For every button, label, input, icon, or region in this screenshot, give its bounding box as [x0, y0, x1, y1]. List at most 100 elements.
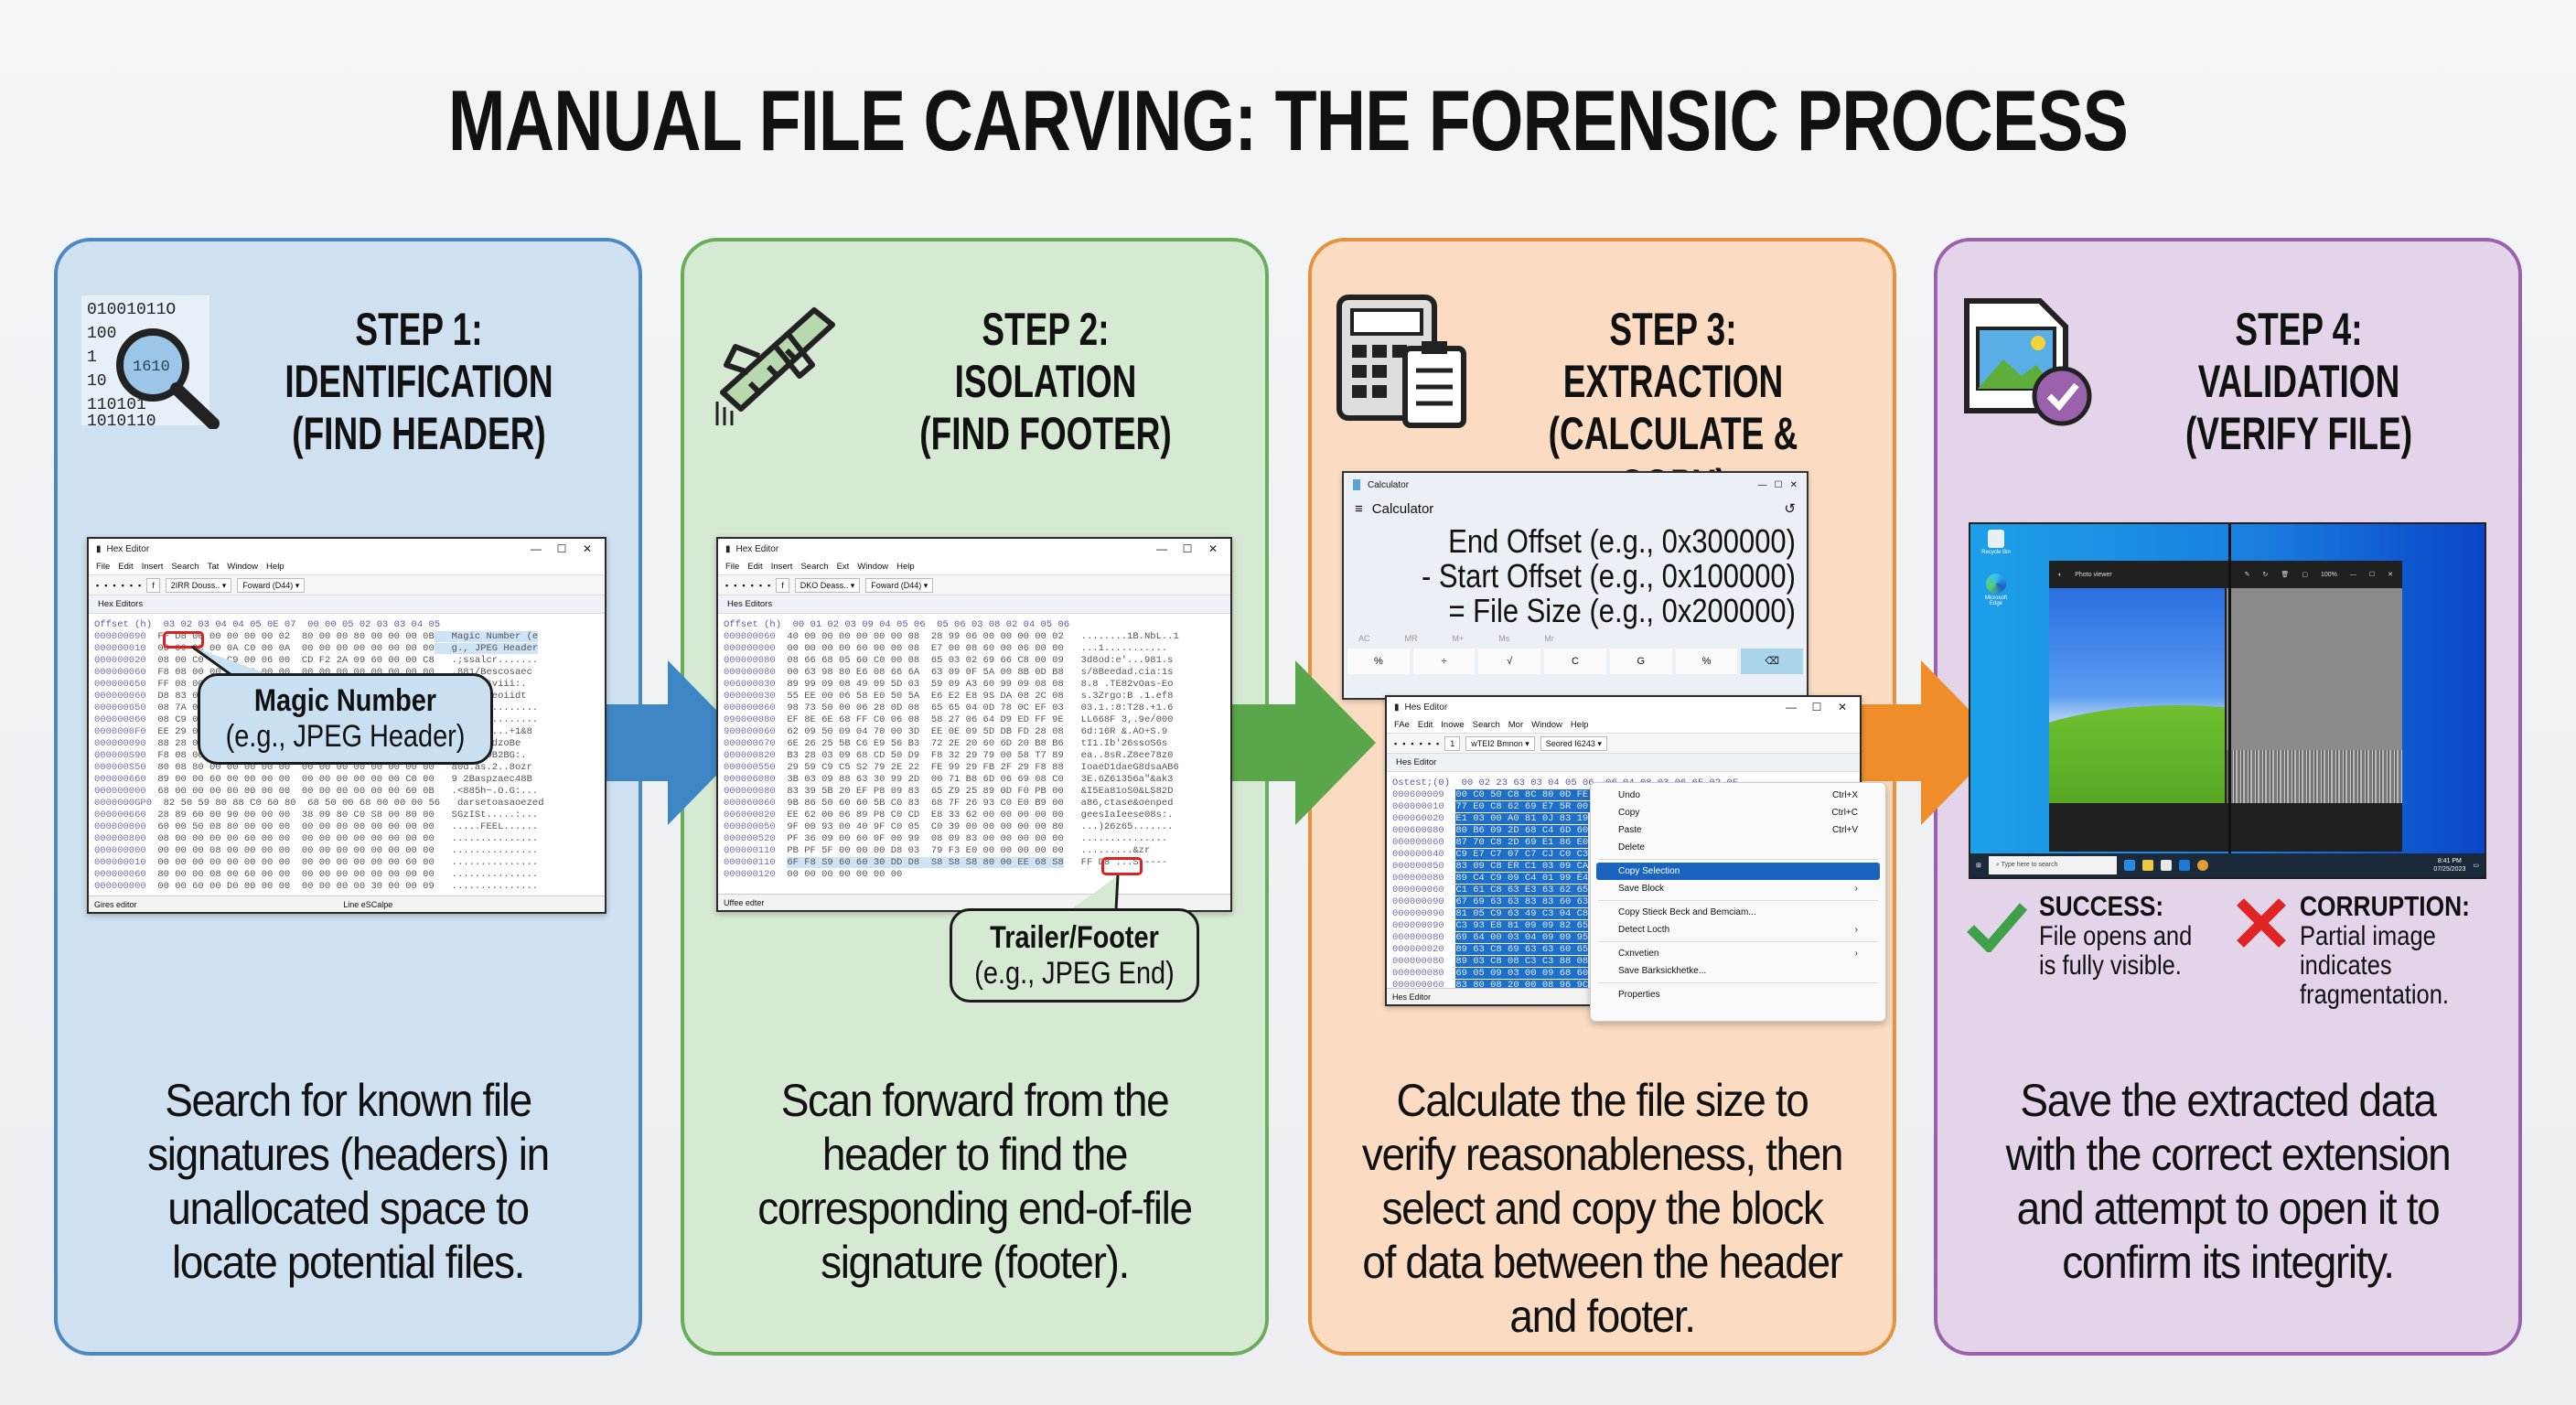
mail-icon[interactable] — [2178, 860, 2190, 871]
menu-item-inowe[interactable]: Inowe — [1441, 720, 1465, 730]
minimize-icon[interactable]: — — [2349, 571, 2356, 578]
menu-item-help[interactable]: Help — [266, 562, 284, 572]
save-icon[interactable]: ▪ — [1411, 738, 1414, 748]
menu-item-window[interactable]: Window — [857, 562, 889, 572]
toolbar-field[interactable]: f — [776, 577, 789, 593]
delete-icon[interactable]: 🗑 — [2281, 572, 2290, 578]
crop-icon[interactable]: ▢ — [2302, 572, 2308, 578]
memory-button[interactable]: Mr — [1544, 634, 1554, 643]
close-icon[interactable]: ✕ — [1208, 542, 1218, 555]
open-folder-icon[interactable]: ▪ — [1402, 738, 1406, 748]
toolbar-combo[interactable]: wTEI2 Bmnon ▾ — [1465, 735, 1535, 751]
close-icon[interactable]: ✕ — [582, 542, 593, 555]
toolbar-field[interactable]: 1 — [1444, 735, 1461, 751]
edit-icon[interactable]: ✎ — [2244, 572, 2250, 578]
recycle-bin-icon[interactable]: Recycle Bin — [1978, 530, 2014, 555]
menu-item-search[interactable]: Search — [1472, 720, 1500, 730]
cut-icon[interactable]: ▪ — [121, 580, 124, 590]
store-icon[interactable] — [2160, 860, 2172, 871]
edge-icon[interactable]: Microsoft Edge — [1978, 574, 2014, 606]
taskbar-search-input[interactable]: ⌕ Type here to search — [1988, 856, 2117, 874]
calculator-key[interactable]: % — [1347, 649, 1410, 674]
close-icon[interactable]: ✕ — [1837, 701, 1848, 713]
menu-item-search[interactable]: Search — [800, 562, 829, 572]
calculator-key[interactable]: % — [1675, 649, 1738, 674]
menu-item-window[interactable]: Window — [227, 562, 259, 572]
new-file-icon[interactable]: ▪ — [1394, 738, 1398, 748]
search-direction-combo[interactable]: Foward (D44) ▾ — [237, 577, 306, 593]
file-explorer-icon[interactable] — [2141, 860, 2153, 871]
menu-item-window[interactable]: Window — [1531, 720, 1562, 730]
calculator-key[interactable]: ÷ — [1412, 649, 1476, 674]
cut-icon[interactable]: ▪ — [750, 580, 754, 590]
memory-button[interactable]: M+ — [1452, 634, 1465, 643]
calculator-key[interactable]: G — [1609, 649, 1672, 674]
save-icon[interactable]: ▪ — [742, 580, 746, 590]
menu-item-mor[interactable]: Mor — [1508, 720, 1524, 730]
toolbar-combo[interactable]: 2IRR Douss.. ▾ — [165, 577, 232, 593]
find-icon[interactable]: ▪ — [767, 580, 771, 590]
copy-icon[interactable]: ▪ — [1427, 738, 1432, 748]
memory-button[interactable]: Ms — [1498, 634, 1510, 643]
menu-item-insert[interactable]: Insert — [141, 562, 164, 572]
calculator-key[interactable]: ⌫ — [1741, 649, 1804, 674]
copy-icon[interactable]: ▪ — [758, 580, 763, 590]
save-icon[interactable]: ▪ — [113, 580, 116, 590]
new-file-icon[interactable]: ▪ — [96, 580, 100, 590]
windows-start-icon[interactable]: ⊞ — [1976, 863, 1981, 869]
search-direction-combo[interactable]: Seored I6243 ▾ — [1540, 735, 1607, 751]
minimize-icon[interactable]: — — [1757, 479, 1767, 490]
context-menu-item[interactable]: Save Barksickhetke... — [1596, 962, 1880, 980]
context-menu-item[interactable]: Copy Selection — [1596, 863, 1880, 880]
memory-button[interactable]: MR — [1404, 634, 1418, 643]
edge-taskbar-icon[interactable] — [2123, 860, 2135, 871]
context-menu-item[interactable]: Cxnvetien› — [1596, 945, 1880, 962]
memory-button[interactable]: AC — [1358, 634, 1370, 643]
menu-item-file[interactable]: File — [96, 562, 111, 572]
minimize-icon[interactable]: — — [1156, 542, 1167, 555]
rotate-icon[interactable]: ↻ — [2262, 572, 2269, 578]
cut-icon[interactable]: ▪ — [1419, 738, 1422, 748]
history-icon[interactable]: ↺ — [1784, 501, 1796, 517]
toolbar-field[interactable]: f — [146, 577, 160, 593]
minimize-icon[interactable]: — — [531, 542, 542, 555]
copy-icon[interactable]: ▪ — [129, 580, 134, 590]
menu-item-edit[interactable]: Edit — [747, 562, 763, 572]
new-file-icon[interactable]: ▪ — [725, 580, 729, 590]
context-menu-item[interactable]: Properties — [1596, 986, 1880, 1003]
menu-item-help[interactable]: Help — [896, 562, 915, 572]
menu-item-ext[interactable]: Ext — [836, 562, 850, 572]
hamburger-menu-icon[interactable]: ≡ — [1355, 500, 1363, 517]
minimize-icon[interactable]: — — [1786, 701, 1797, 713]
close-icon[interactable]: ✕ — [1789, 479, 1798, 490]
close-icon[interactable]: ✕ — [2388, 572, 2393, 578]
context-menu-item[interactable]: Delete — [1596, 839, 1880, 856]
toolbar-combo[interactable]: DKO Deass.. ▾ — [794, 577, 861, 593]
maximize-icon[interactable]: ☐ — [556, 542, 567, 555]
maximize-icon[interactable]: ☐ — [1182, 542, 1193, 555]
search-direction-combo[interactable]: Foward (D44) ▾ — [865, 577, 934, 593]
menu-item-fae[interactable]: FAe — [1394, 720, 1410, 730]
open-folder-icon[interactable]: ▪ — [734, 580, 737, 590]
notification-icon[interactable]: ▭ — [2473, 863, 2479, 869]
context-menu-item[interactable]: Save Block› — [1596, 880, 1880, 897]
menu-item-insert[interactable]: Insert — [770, 562, 793, 572]
menu-item-help[interactable]: Help — [1570, 720, 1589, 730]
calculator-key[interactable]: √ — [1478, 649, 1541, 674]
tab-hex-editor[interactable]: Hes Editors — [718, 595, 1230, 614]
menu-item-edit[interactable]: Edit — [1417, 720, 1433, 730]
menu-item-file[interactable]: File — [725, 562, 740, 572]
context-menu-item[interactable]: Copy Stieck Beck and Bemciam... — [1596, 904, 1880, 921]
maximize-icon[interactable]: ☐ — [2368, 572, 2376, 578]
menu-item-tat[interactable]: Tat — [207, 562, 220, 572]
maximize-icon[interactable]: ☐ — [1811, 701, 1822, 713]
find-icon[interactable]: ▪ — [138, 580, 142, 590]
find-icon[interactable]: ▪ — [1436, 738, 1440, 748]
chrome-icon[interactable] — [2196, 860, 2208, 871]
context-menu-item[interactable]: Detect Locth› — [1596, 921, 1880, 938]
tab-hex-editor[interactable]: Hes Editor — [1387, 754, 1860, 772]
maximize-icon[interactable]: ☐ — [1774, 479, 1783, 490]
